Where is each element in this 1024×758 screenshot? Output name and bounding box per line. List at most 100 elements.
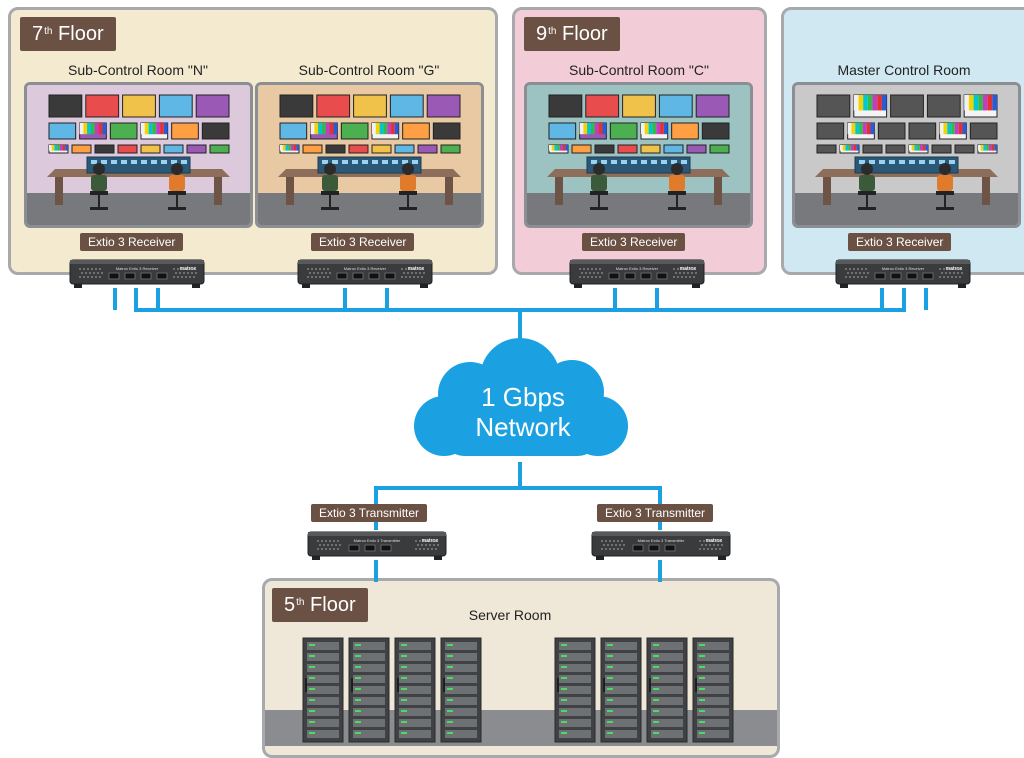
vent-hole bbox=[706, 539, 710, 543]
server-led bbox=[699, 699, 705, 701]
color-bars bbox=[310, 123, 315, 135]
vent-hole bbox=[418, 547, 422, 551]
server-led bbox=[355, 699, 361, 701]
monitor-screen bbox=[85, 94, 120, 118]
vent-hole bbox=[172, 275, 176, 279]
color-bars bbox=[293, 145, 297, 151]
receiver-n-drop bbox=[113, 288, 160, 310]
vent-hole bbox=[326, 543, 330, 547]
control-room-art bbox=[527, 85, 750, 225]
vent-hole bbox=[82, 267, 86, 271]
vent-hole bbox=[420, 267, 424, 271]
device-port bbox=[608, 272, 620, 280]
chair-post bbox=[407, 195, 409, 207]
vent-hole bbox=[600, 547, 604, 551]
color-bars bbox=[842, 145, 846, 151]
vent-hole bbox=[676, 275, 680, 279]
device-port bbox=[124, 272, 136, 280]
color-bars bbox=[988, 145, 992, 151]
console-button bbox=[402, 160, 408, 164]
color-bars bbox=[587, 123, 592, 135]
monitor-screen bbox=[816, 122, 845, 140]
color-bars bbox=[372, 123, 376, 135]
operator-head bbox=[939, 163, 951, 175]
vent-hole bbox=[320, 547, 324, 551]
vent-hole bbox=[174, 271, 178, 275]
vent-hole bbox=[844, 275, 848, 279]
vent-hole bbox=[94, 267, 98, 271]
vent-hole bbox=[312, 271, 316, 275]
monitor-screen bbox=[885, 144, 906, 154]
chair-base bbox=[321, 207, 339, 210]
console-button bbox=[909, 160, 915, 164]
server-led bbox=[607, 732, 613, 734]
color-bars bbox=[980, 145, 984, 151]
vent-hole bbox=[328, 271, 332, 275]
vent-hole bbox=[186, 271, 190, 275]
server-unit bbox=[651, 730, 683, 738]
operator-head bbox=[402, 163, 414, 175]
monitor-screen bbox=[394, 144, 415, 154]
vent-hole bbox=[96, 271, 100, 275]
network-line2: Network bbox=[475, 412, 571, 442]
rack-handle bbox=[397, 678, 399, 692]
vent-hole bbox=[422, 539, 426, 543]
chair-post bbox=[944, 195, 946, 207]
floor-7-suffix: th bbox=[44, 26, 53, 37]
vent-hole bbox=[708, 543, 712, 547]
color-bars bbox=[943, 123, 948, 135]
floor-7-word: Floor bbox=[58, 23, 104, 45]
monitor-screen bbox=[594, 144, 615, 154]
operator-body bbox=[591, 175, 607, 191]
vent-hole bbox=[588, 271, 592, 275]
color-bars bbox=[314, 123, 319, 135]
server-led bbox=[309, 655, 315, 657]
vent-hole bbox=[712, 543, 716, 547]
vent-hole bbox=[946, 267, 950, 271]
monitor-screen bbox=[48, 122, 77, 140]
vent-hole bbox=[330, 543, 334, 547]
chair-base bbox=[90, 207, 108, 210]
server-unit bbox=[559, 708, 591, 716]
control-room-art bbox=[258, 85, 481, 225]
color-bars bbox=[91, 123, 95, 135]
server-unit bbox=[353, 675, 385, 683]
vent-hole bbox=[316, 547, 320, 551]
server-unit bbox=[399, 675, 431, 683]
color-bars bbox=[877, 95, 882, 111]
server-unit bbox=[605, 664, 637, 672]
vent-hole bbox=[622, 543, 626, 547]
color-bars bbox=[325, 123, 330, 135]
chair-base bbox=[668, 207, 686, 210]
color-bars bbox=[660, 123, 664, 135]
device-model-text: Matrox Extio 3 Receiver bbox=[116, 266, 159, 271]
monitor-screen bbox=[890, 94, 924, 118]
vent-hole bbox=[958, 267, 962, 271]
server-led bbox=[309, 666, 315, 668]
color-bars bbox=[163, 123, 168, 135]
server-led bbox=[561, 688, 567, 690]
vent-hole bbox=[620, 539, 624, 543]
vent-hole bbox=[704, 543, 708, 547]
server-unit bbox=[559, 686, 591, 694]
color-bars bbox=[583, 123, 588, 135]
chair-base bbox=[936, 207, 954, 210]
receiver-g-label: Extio 3 Receiver bbox=[311, 233, 415, 251]
device-port bbox=[156, 272, 168, 280]
console-button bbox=[352, 160, 358, 164]
vent-hole bbox=[598, 267, 602, 271]
server-led bbox=[653, 721, 659, 723]
server-unit bbox=[307, 686, 339, 694]
device-model-text: Matrox Extio 3 Receiver bbox=[344, 266, 387, 271]
chair-post bbox=[176, 195, 178, 207]
vent-hole bbox=[406, 271, 410, 275]
server-led bbox=[653, 666, 659, 668]
color-bars bbox=[98, 123, 103, 135]
color-bars bbox=[872, 95, 878, 111]
vent-hole bbox=[190, 271, 194, 275]
server-led bbox=[309, 699, 315, 701]
console-button bbox=[591, 160, 597, 164]
server-led bbox=[401, 644, 407, 646]
